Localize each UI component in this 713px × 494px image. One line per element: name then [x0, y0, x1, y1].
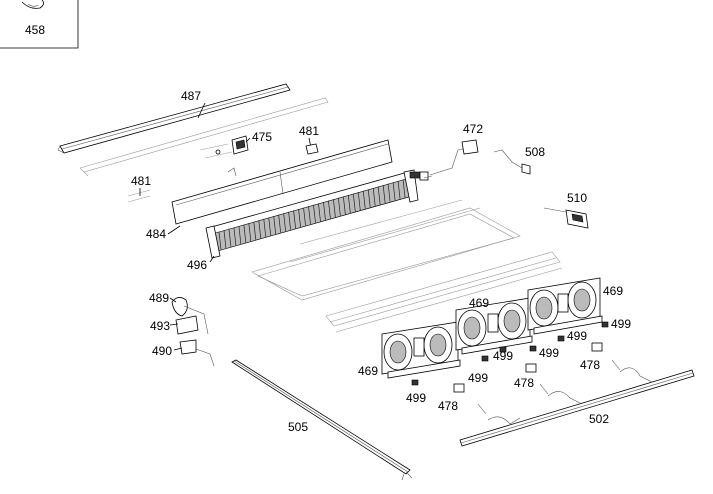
heater-core-fin [308, 206, 311, 225]
callout-499-e: 499 [567, 329, 587, 343]
part-496-heater-core [205, 169, 429, 259]
heater-core-fin [392, 182, 396, 201]
part-475-bracket [199, 135, 249, 177]
heater-core-fin [273, 216, 277, 235]
callout-489: 489 [149, 291, 169, 305]
heater-core-fin [268, 217, 272, 236]
heater-core-fin [243, 224, 247, 243]
heater-core-fin [347, 194, 351, 213]
callout-508: 508 [525, 145, 545, 159]
heater-core-fin [387, 183, 391, 202]
heater-core-fin [233, 227, 237, 246]
part-458-box: 458 [0, 0, 79, 49]
callout-499-b: 499 [468, 371, 488, 385]
callout-499-c: 499 [493, 349, 513, 363]
heater-core-fin [228, 228, 232, 247]
heater-core-fin [238, 225, 242, 244]
callout-510: 510 [567, 191, 587, 205]
callout-505: 505 [288, 420, 308, 434]
heater-core-fin [218, 231, 222, 250]
heater-core-fin [293, 210, 296, 229]
heater-core-fin [362, 190, 366, 209]
callout-496: 496 [187, 258, 207, 272]
heater-core-fin [377, 186, 381, 205]
callout-475: 475 [252, 130, 272, 144]
fasteners [411, 321, 609, 393]
callout-499-a: 499 [406, 391, 426, 405]
callout-458: 458 [25, 23, 45, 37]
callout-472: 472 [463, 122, 483, 136]
callout-502: 502 [589, 412, 609, 426]
callout-493: 493 [150, 319, 170, 333]
callout-490: 490 [152, 344, 172, 358]
heater-core-fin [253, 221, 257, 240]
callout-481-left: 481 [131, 174, 151, 188]
part-502-harness [459, 359, 695, 447]
callout-481-top: 481 [299, 124, 319, 138]
part-508-sensor [493, 149, 531, 175]
callout-499-d: 499 [539, 346, 559, 360]
part-505-harness [231, 359, 413, 481]
part-510-switch [543, 207, 589, 229]
part-469-blower-right [527, 277, 603, 335]
heater-core-fin [357, 192, 361, 211]
callout-469-right: 469 [603, 284, 623, 298]
part-469-blower-middle [455, 297, 533, 355]
part-469-blower-left [381, 321, 461, 379]
heater-core-fin [313, 204, 316, 223]
callout-484: 484 [146, 227, 166, 241]
heater-core-fin [352, 193, 356, 212]
blower-mount-frame [251, 199, 563, 333]
heater-core-fin [342, 196, 346, 215]
part-472-valve [423, 139, 479, 179]
heater-core-fin [323, 201, 326, 221]
callout-478-b: 478 [514, 376, 534, 390]
callout-478-c: 478 [580, 358, 600, 372]
callout-469-left: 469 [358, 364, 378, 378]
heater-core-fin [367, 189, 371, 208]
heater-core-fin [223, 230, 227, 249]
heater-core-fin [288, 211, 291, 230]
heater-core-fin [318, 203, 321, 222]
heater-core-fin [283, 213, 286, 232]
callout-478-a: 478 [438, 399, 458, 413]
heater-core-fin [402, 179, 406, 198]
callout-499-f: 499 [611, 317, 631, 331]
heater-core-fin [298, 208, 301, 228]
heater-core-fin [333, 199, 336, 218]
part-487-rail [57, 83, 329, 177]
heater-core-fin [258, 220, 262, 239]
part-489-493-490-hinge [171, 297, 215, 367]
heater-core-fins [213, 177, 411, 252]
callout-469-middle: 469 [469, 296, 489, 310]
heater-core-fin [278, 214, 282, 233]
heater-core-fin [328, 200, 331, 219]
heater-core-fin [397, 180, 401, 199]
callout-487: 487 [181, 89, 201, 103]
heater-core-fin [248, 223, 252, 242]
heater-core-fin [382, 185, 386, 204]
heater-core-fin [303, 207, 306, 226]
heater-core-fin [263, 218, 267, 237]
heater-core-fin [372, 187, 376, 206]
heater-core-fin [338, 197, 341, 216]
part-484-panel [171, 139, 393, 225]
part-458-icon [21, 0, 44, 9]
